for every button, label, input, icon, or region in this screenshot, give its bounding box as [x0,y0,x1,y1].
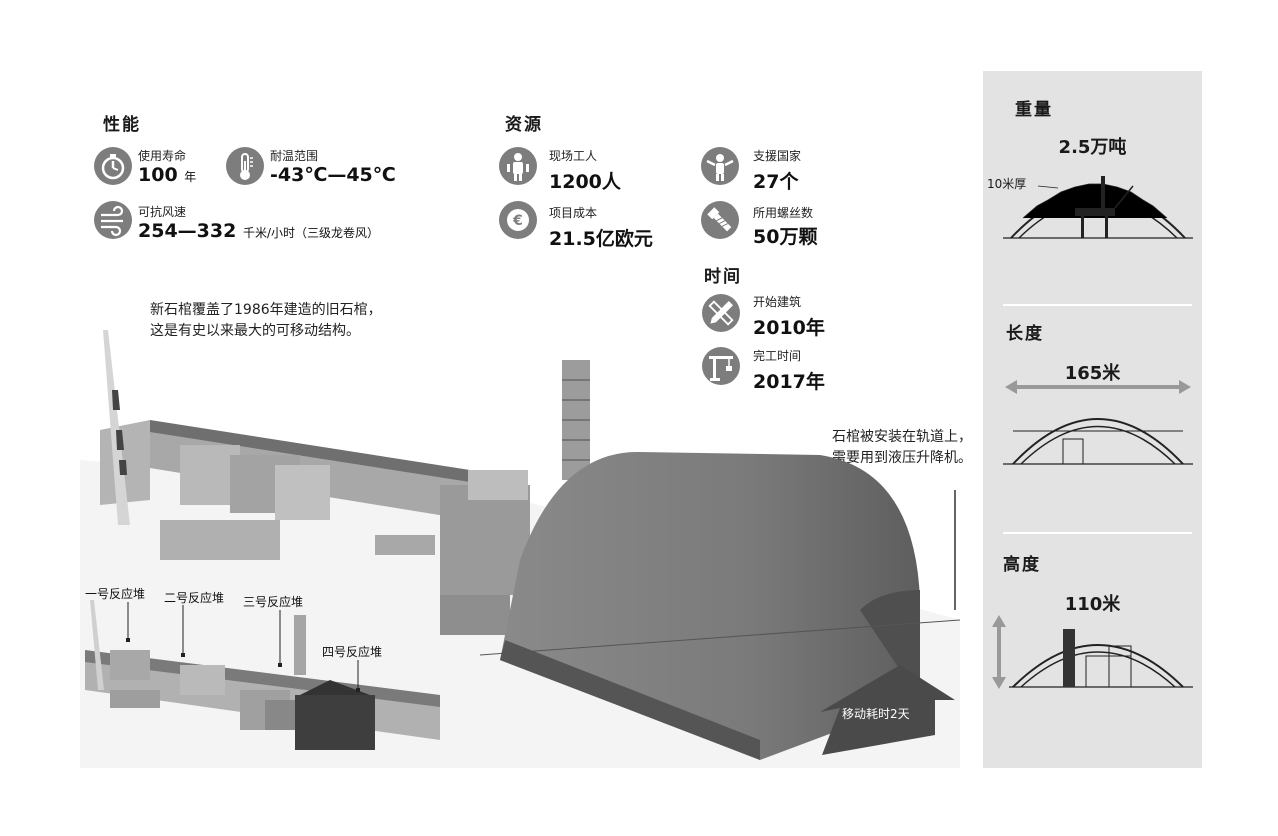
countries-label: 支援国家 [753,149,802,163]
length-heading: 长度 [1006,324,1044,344]
reactor-3-label: 三号反应堆 [243,595,304,609]
panel-divider [1003,532,1192,534]
coverage-note: 新石棺覆盖了1986年建造的旧石棺， 这是有史以来最大的可移动结构。 [150,302,382,339]
finish-value: 2017年 [753,371,825,393]
euro-icon: € [499,201,537,239]
length-value: 165米 [1064,363,1121,384]
height-heading: 高度 [1003,555,1041,575]
bolts-value: 50万颗 [753,226,818,248]
time-heading: 时间 [704,267,742,287]
lifespan-label: 使用寿命 [138,149,187,163]
resources-heading: 资源 [505,115,543,135]
start-value: 2010年 [753,317,825,339]
temperature-label: 耐温范围 [270,149,319,163]
move-duration-label: 移动耗时2天 [842,707,910,721]
svg-text:€: € [512,213,523,229]
crane-icon [702,347,740,385]
stopwatch-icon [94,147,132,185]
workers-icon [499,147,537,185]
plant-illustration [80,330,961,768]
weight-arch-diagram [1003,176,1193,239]
bolts-label: 所用螺丝数 [753,206,814,220]
cost-value: 21.5亿欧元 [549,228,653,250]
temperature-value: -43℃—45℃ [270,164,396,186]
workers-label: 现场工人 [549,149,598,163]
reactor-1-label: 一号反应堆 [85,587,146,601]
thermometer-icon [226,147,264,185]
thickness-label: 10米厚 [987,177,1027,191]
wind-icon [94,201,132,239]
pencil-ruler-icon [702,294,740,332]
workers-value: 1200人 [549,171,621,193]
panel-divider [1003,304,1192,306]
start-label: 开始建筑 [753,295,802,309]
reactor-2-label: 二号反应堆 [164,591,225,605]
wind-value: 254—332 千米/小时（三级龙卷风） [138,220,379,242]
length-arch-diagram [1003,380,1193,465]
reactor-4-label: 四号反应堆 [322,645,383,659]
weight-value: 2.5万吨 [1058,137,1127,158]
height-value: 110米 [1064,594,1121,615]
bolt-icon [701,201,739,239]
lifespan-value: 100 年 [138,164,197,186]
weight-heading: 重量 [1015,100,1053,120]
wind-label: 可抗风速 [138,205,187,219]
height-arch-diagram [992,615,1193,689]
countries-value: 27个 [753,171,799,193]
countries-icon [701,147,739,185]
finish-label: 完工时间 [753,349,802,363]
cost-label: 项目成本 [549,206,598,220]
dimensions-panel: 重量 2.5万吨 10米厚 长度 165米 高度 110米 [983,71,1202,768]
rails-note: 石棺被安装在轨道上， 需要用到液压升降机。 [832,429,972,466]
performance-heading: 性能 [103,115,141,135]
